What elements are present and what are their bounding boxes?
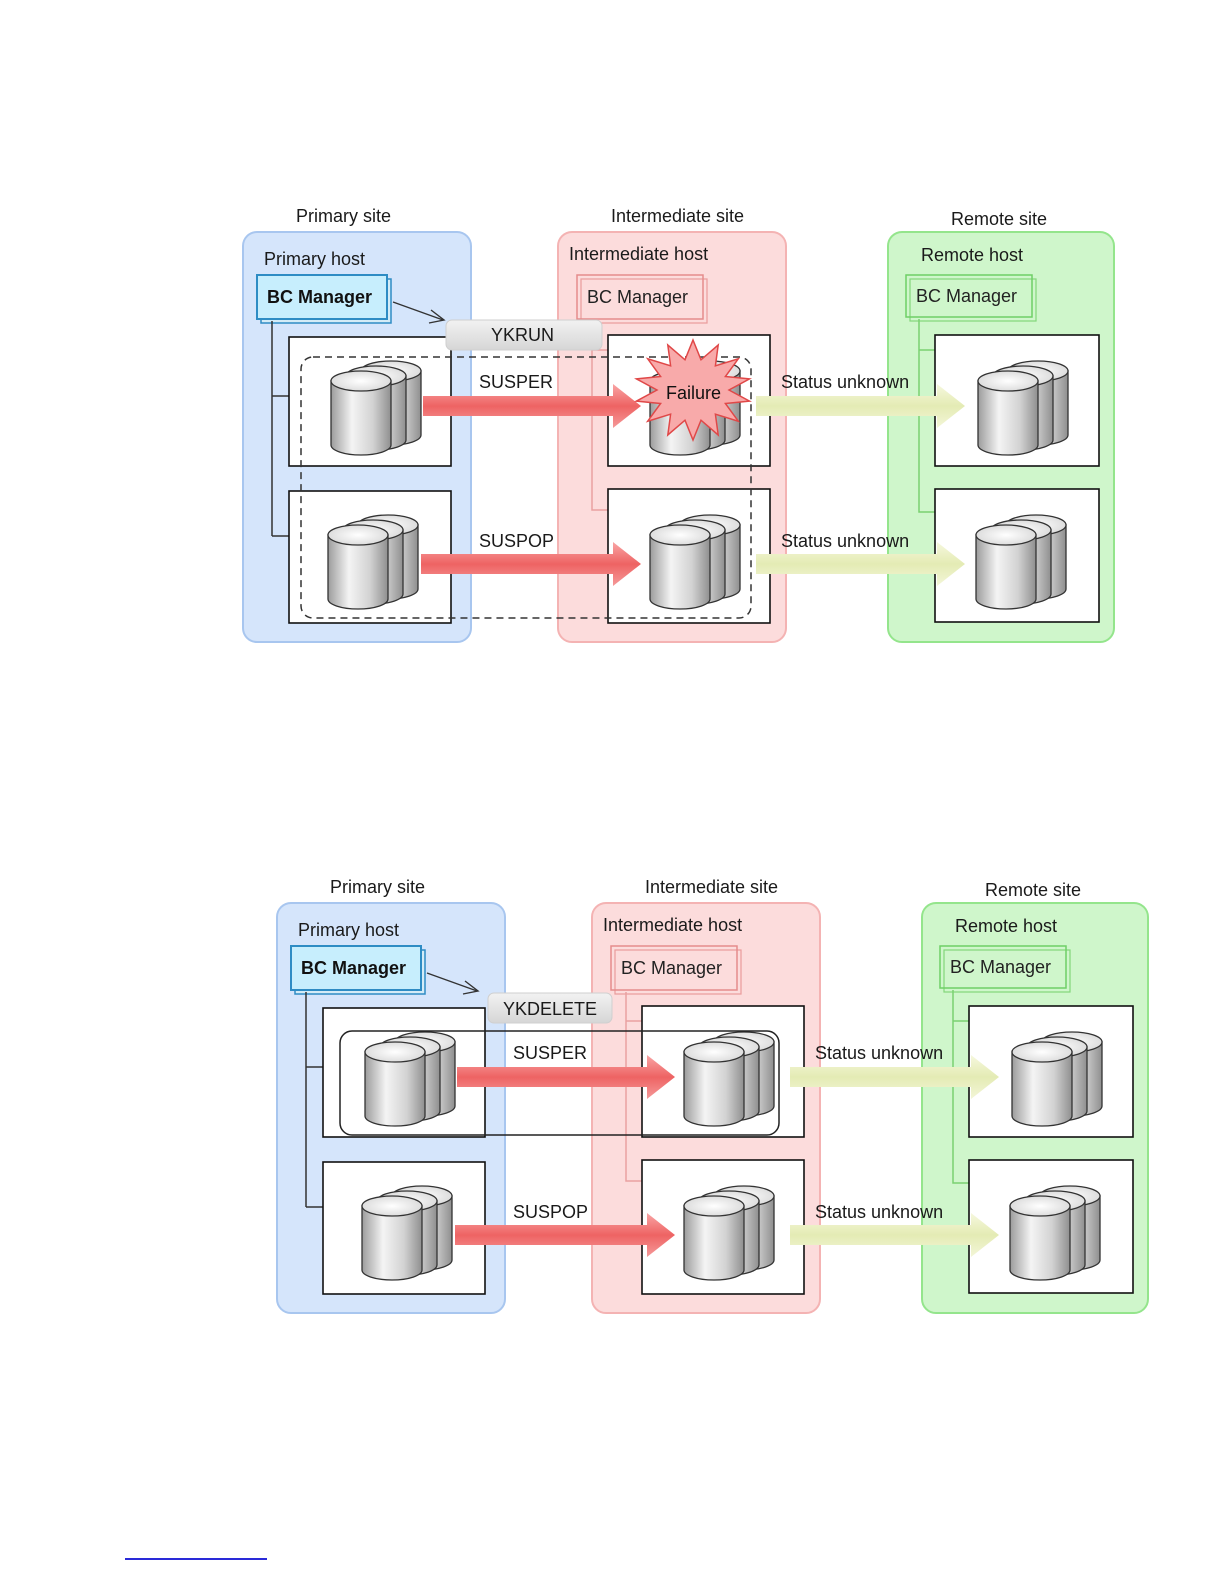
- remote-site-label: Remote site: [985, 880, 1081, 900]
- intermediate-host-connector: [625, 992, 642, 1182]
- primary-site-label: Primary site: [296, 206, 391, 226]
- arrow-icon: [428, 309, 446, 324]
- primary-bc-manager: BC Manager: [256, 274, 392, 324]
- row2-remote-label: Status unknown: [781, 531, 909, 551]
- remote-host-label: Remote host: [921, 245, 1023, 265]
- storage-cylinder-icon: [330, 360, 422, 456]
- storage-cylinder-icon: [361, 1185, 453, 1281]
- bc-manager-label: BC Manager: [267, 287, 372, 307]
- primary-host-label: Primary host: [298, 920, 399, 940]
- storage-cylinder-icon: [364, 1031, 456, 1127]
- failure-burst-icon: [633, 337, 753, 443]
- row1-remote-label: Status unknown: [815, 1043, 943, 1063]
- primary-site-label: Primary site: [330, 877, 425, 897]
- remote-arrow-row2: [790, 1213, 999, 1257]
- diagram-1: Primary site Intermediate site Remote site…: [242, 206, 1115, 643]
- row1-pair-label: SUSPER: [479, 372, 553, 392]
- remote-host-connector: [952, 990, 969, 1184]
- row2-pair-label: SUSPOP: [513, 1202, 588, 1222]
- storage-cylinder-icon: [975, 514, 1067, 610]
- remote-bc-manager: BC Manager: [939, 945, 1071, 993]
- intermediate-host-label: Intermediate host: [569, 244, 708, 264]
- remote-bc-manager: BC Manager: [905, 274, 1037, 322]
- primary-host-connector: [305, 992, 323, 1208]
- remote-arrow-row1: [790, 1055, 999, 1099]
- pair-arrow-row2: [455, 1213, 675, 1257]
- pair-arrow-row1: [457, 1055, 675, 1099]
- bc-manager-label: BC Manager: [621, 958, 722, 978]
- failure-label: Failure: [666, 383, 721, 403]
- command-line: [426, 972, 478, 992]
- diagram-2: Primary site Intermediate site Remote site…: [276, 877, 1149, 1314]
- pair-arrow-row2: [421, 542, 641, 586]
- storage-cylinder-icon: [327, 514, 419, 610]
- storage-cylinder-icon: [649, 514, 741, 610]
- storage-cylinder-icon: [683, 1031, 775, 1127]
- remote-host-connector: [918, 319, 935, 513]
- remote-site-label: Remote site: [951, 209, 1047, 229]
- intermediate-host-label: Intermediate host: [603, 915, 742, 935]
- row1-pair-label: SUSPER: [513, 1043, 587, 1063]
- footer-link-rule: [125, 1558, 267, 1560]
- storage-cylinder-icon: [977, 360, 1069, 456]
- primary-host-connector: [271, 321, 289, 537]
- row1-remote-label: Status unknown: [781, 372, 909, 392]
- primary-bc-manager: BC Manager: [290, 945, 426, 995]
- bc-manager-label: BC Manager: [916, 286, 1017, 306]
- row2-remote-label: Status unknown: [815, 1202, 943, 1222]
- bc-manager-label: BC Manager: [301, 958, 406, 978]
- command-label: YKRUN: [491, 325, 554, 345]
- intermediate-site-label: Intermediate site: [611, 206, 744, 226]
- remote-arrow-row2: [756, 542, 965, 586]
- row2-pair-label: SUSPOP: [479, 531, 554, 551]
- intermediate-bc-manager: BC Manager: [576, 274, 708, 324]
- pair-group-boundary: [339, 1030, 780, 1136]
- arrow-icon: [462, 980, 480, 995]
- pair-arrow-row1: [423, 384, 641, 428]
- command-label-box: [445, 319, 603, 351]
- consistency-group-boundary: [300, 356, 752, 619]
- command-line: [392, 301, 444, 321]
- command-label: YKDELETE: [503, 999, 597, 1019]
- command-label-box: [487, 992, 613, 1024]
- remote-host-label: Remote host: [955, 916, 1057, 936]
- bc-manager-label: BC Manager: [950, 957, 1051, 977]
- intermediate-bc-manager: BC Manager: [610, 945, 742, 995]
- storage-cylinder-icon: [1009, 1185, 1101, 1281]
- bc-manager-label: BC Manager: [587, 287, 688, 307]
- intermediate-site-label: Intermediate site: [645, 877, 778, 897]
- primary-host-label: Primary host: [264, 249, 365, 269]
- storage-cylinder-icon: [683, 1185, 775, 1281]
- storage-cylinder-icon: [1011, 1031, 1103, 1127]
- remote-arrow-row1: [756, 384, 965, 428]
